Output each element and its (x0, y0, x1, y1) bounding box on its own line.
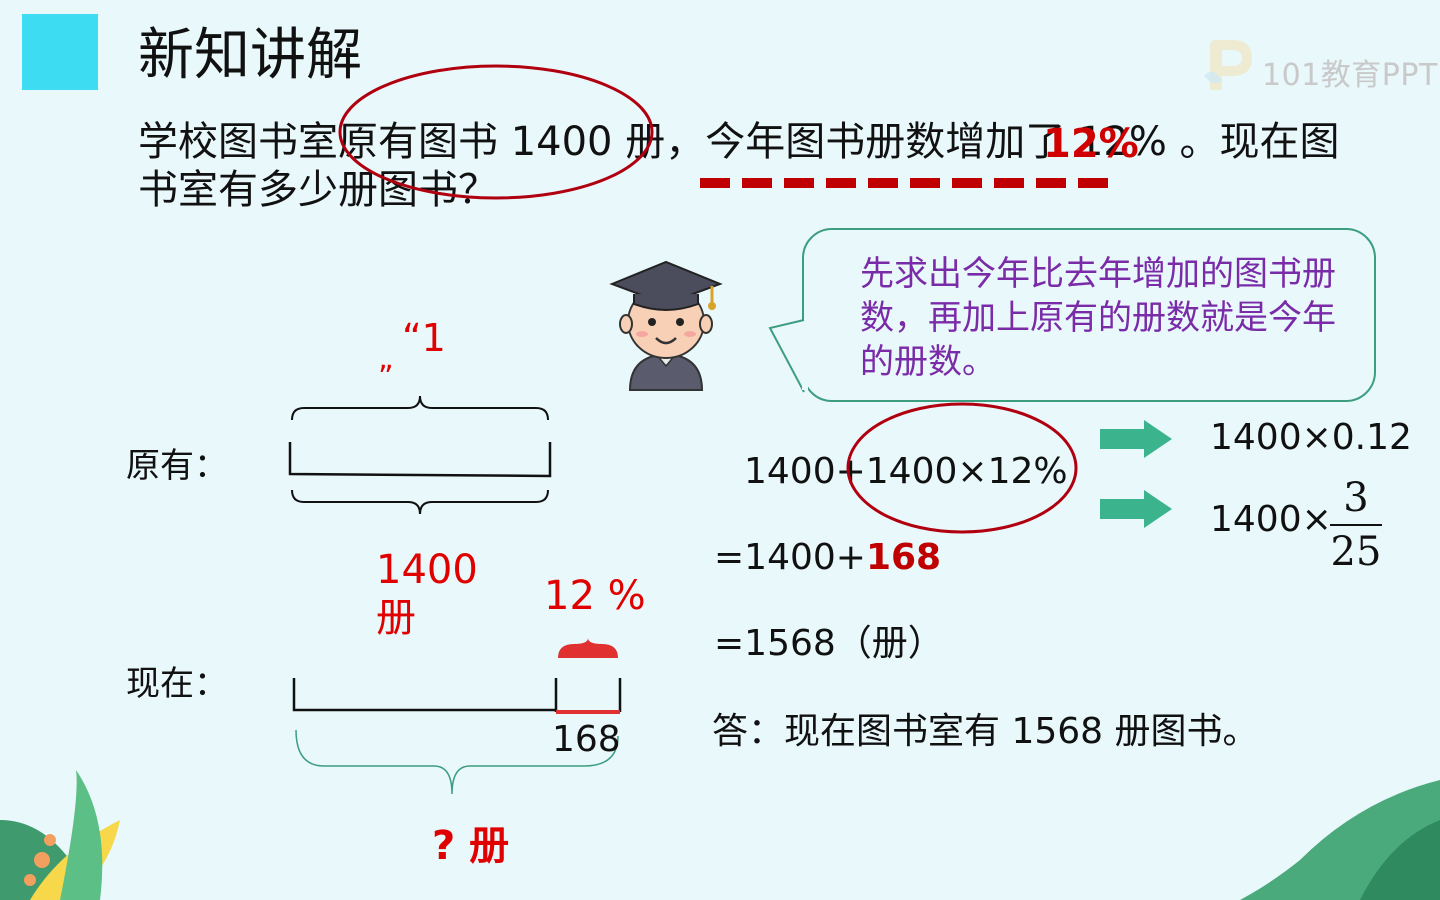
leaf-decoration-right-icon (1240, 780, 1440, 900)
alternative-fraction-prefix: 1400× (1210, 499, 1332, 540)
solution-step-2: =1400+168 (714, 536, 941, 580)
title-marker (22, 14, 98, 90)
solution-step-2-prefix: =1400+ (714, 537, 866, 578)
underline-dashes (700, 178, 1110, 188)
page-title: 新知讲解 (138, 23, 362, 88)
fraction-bar (1330, 524, 1382, 526)
unit-one-label: “1 (402, 316, 446, 360)
watermark-text: 101教育PPT (1262, 58, 1438, 93)
original-amount: 1400 (376, 547, 478, 593)
solution-step-2-value: 168 (865, 537, 942, 578)
fraction-denominator: 25 (1330, 529, 1382, 575)
solution-step-3: =1568（册） (714, 623, 944, 664)
percent-label: 12 % (544, 573, 646, 619)
logo-icon (1204, 40, 1252, 90)
original-bar-diagram (288, 395, 552, 515)
circle-annotation-calc (846, 402, 1078, 534)
original-unit: 册 (376, 595, 416, 641)
tip-text: 先求出今年比去年增加的图书册数，再加上原有的册数就是今年的册数。 (860, 254, 1336, 382)
original-label: 原有： (126, 446, 228, 486)
now-bar-diagram (292, 638, 622, 795)
arrow-right-icon (1100, 420, 1172, 458)
problem-highlight: 12% (1043, 121, 1139, 167)
student-avatar-icon (609, 260, 723, 391)
unit-one-quote: ” (378, 360, 394, 395)
solution-answer: 答：现在图书室有 1568 册图书。 (712, 711, 1259, 752)
circle-annotation-top (338, 64, 654, 200)
total-unknown-label: ? 册 (432, 823, 510, 869)
speech-bubble-tail (768, 319, 808, 393)
fraction-numerator: 3 (1343, 475, 1369, 521)
speech-bubble (802, 228, 1376, 402)
now-label: 现在： (126, 664, 228, 704)
problem-text: 学校图书室原有图书 1400 册，今年图书册数增加了 12% 。现在图书室有多少… (138, 119, 1340, 213)
increase-value: 168 (552, 719, 621, 760)
arrow-right-icon (1100, 490, 1172, 528)
leaf-decoration-left-icon (0, 770, 120, 900)
fraction: 3 25 (1330, 476, 1382, 574)
alternative-decimal: 1400×0.12 (1210, 417, 1412, 458)
solution-step-1: 1400+1400×12% (744, 451, 1068, 492)
